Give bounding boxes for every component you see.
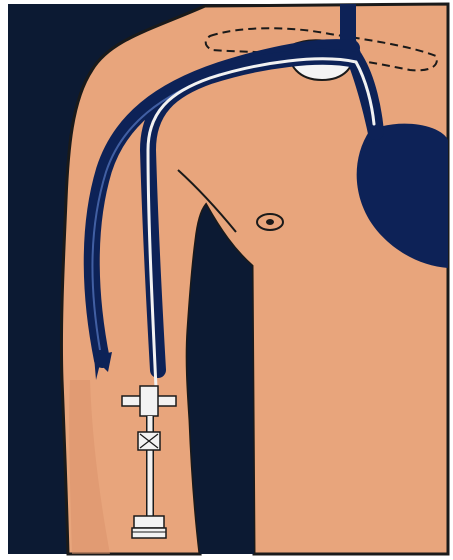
arm-and-torso bbox=[61, 4, 448, 554]
